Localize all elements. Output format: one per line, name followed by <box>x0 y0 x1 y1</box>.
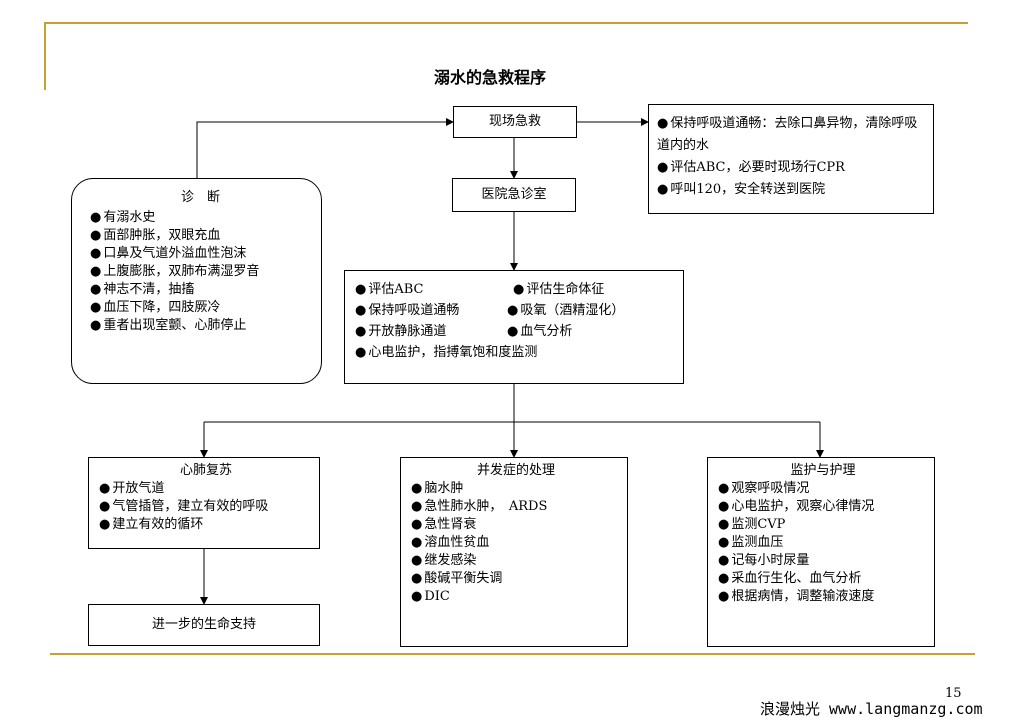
life-support-label: 进一步的生命支持 <box>151 617 256 632</box>
connector-diagnosis-to-scene <box>196 118 454 178</box>
footer-watermark: 浪漫烛光 www.langmanzg.com <box>760 700 983 718</box>
er-action-item: 吸氧（酒精湿化） <box>507 300 624 321</box>
complication-item: 急性肾衰 <box>411 516 621 534</box>
complication-item: 脑水肿 <box>411 480 621 498</box>
er-action-item: 心电监护，指搏氧饱和度监测 <box>355 342 675 363</box>
er-actions-box: 评估ABC 评估生命体征 保持呼吸道通畅 吸氧（酒精湿化） 开放静脉通道 血气分… <box>344 270 684 384</box>
diagnosis-item: 口鼻及气道外溢血性泡沫 <box>90 245 311 263</box>
complication-item: 溶血性贫血 <box>411 534 621 552</box>
scene-box: 现场急救 <box>453 106 577 138</box>
onsite-action-item: 保持呼吸道通畅：去除口鼻异物，清除呼吸道内的水 <box>657 113 925 157</box>
complication-item: DIC <box>411 588 621 606</box>
diagnosis-heading: 诊 断 <box>180 190 220 205</box>
life-support-box: 进一步的生命支持 <box>88 604 320 646</box>
scene-label: 现场急救 <box>488 114 541 129</box>
top-rule <box>44 22 968 24</box>
monitoring-item: 记每小时尿量 <box>718 552 928 570</box>
onsite-actions-box: 保持呼吸道通畅：去除口鼻异物，清除呼吸道内的水 评估ABC，必要时现场行CPR … <box>648 104 934 214</box>
monitoring-item: 根据病情，调整输液速度 <box>718 588 928 606</box>
diagnosis-item: 重者出现室颤、心肺停止 <box>90 317 311 335</box>
monitoring-item: 心电监护，观察心律情况 <box>718 498 928 516</box>
complications-box: 并发症的处理 脑水肿 急性肺水肿， ARDS 急性肾衰 溶血性贫血 继发感染 酸… <box>400 457 628 647</box>
complications-heading: 并发症的处理 <box>476 463 555 478</box>
monitoring-item: 观察呼吸情况 <box>718 480 928 498</box>
er-action-item: 保持呼吸道通畅 <box>355 300 507 321</box>
diagram-title: 溺水的急救程序 <box>433 68 546 87</box>
complication-item: 继发感染 <box>411 552 621 570</box>
complication-item: 酸碱平衡失调 <box>411 570 621 588</box>
er-action-item: 开放静脉通道 <box>355 321 507 342</box>
er-action-item: 评估ABC <box>355 279 513 300</box>
diagnosis-box: 诊 断 有溺水史 面部肿胀，双眼充血 口鼻及气道外溢血性泡沫 上腹膨胀，双肺布满… <box>71 178 322 384</box>
diagnosis-item: 面部肿胀，双眼充血 <box>90 227 311 245</box>
cpr-box: 心肺复苏 开放气道 气管插管，建立有效的呼吸 建立有效的循环 <box>88 457 320 549</box>
complication-item: 急性肺水肿， ARDS <box>411 498 621 516</box>
diagnosis-item: 神志不清，抽搐 <box>90 281 311 299</box>
cpr-item: 建立有效的循环 <box>99 516 313 534</box>
cpr-item: 开放气道 <box>99 480 313 498</box>
diagnosis-item: 有溺水史 <box>90 209 311 227</box>
left-rule <box>44 22 46 90</box>
er-action-item: 血气分析 <box>507 321 572 342</box>
diagnosis-item: 上腹膨胀，双肺布满湿罗音 <box>90 263 311 281</box>
page-number: 15 <box>945 686 962 701</box>
monitoring-heading: 监护与护理 <box>790 463 856 478</box>
bottom-rule <box>50 653 975 655</box>
hospital-box: 医院急诊室 <box>452 178 576 212</box>
monitoring-item: 监测血压 <box>718 534 928 552</box>
cpr-heading: 心肺复苏 <box>179 463 232 478</box>
monitoring-box: 监护与护理 观察呼吸情况 心电监护，观察心律情况 监测CVP 监测血压 记每小时… <box>707 457 935 647</box>
diagnosis-item: 血压下降，四肢厥冷 <box>90 299 311 317</box>
er-action-item: 评估生命体征 <box>513 279 604 300</box>
onsite-action-item: 呼叫120，安全转送到医院 <box>657 179 925 201</box>
monitoring-item: 采血行生化、血气分析 <box>718 570 928 588</box>
monitoring-item: 监测CVP <box>718 516 928 534</box>
onsite-action-item: 评估ABC，必要时现场行CPR <box>657 157 925 179</box>
cpr-item: 气管插管，建立有效的呼吸 <box>99 498 313 516</box>
hospital-label: 医院急诊室 <box>481 187 547 202</box>
